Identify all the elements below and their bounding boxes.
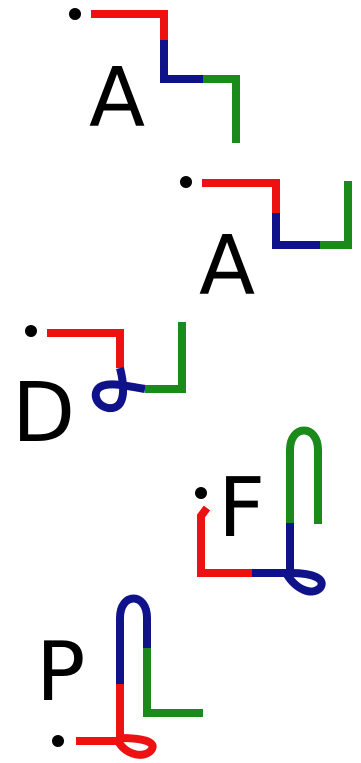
motif-4-segment-2 xyxy=(252,523,326,596)
motif-2-segment-2 xyxy=(272,213,320,249)
motif-2-label: A xyxy=(199,219,255,314)
motif-3-segment-2 xyxy=(91,367,146,413)
motif-1-segment-3 xyxy=(203,75,240,143)
motif-5-segment-3 xyxy=(143,648,203,717)
motif-4-segment-3 xyxy=(286,426,322,524)
motif-1-label: A xyxy=(89,51,145,146)
start-dot-3 xyxy=(25,325,37,337)
motif-3-label: D xyxy=(12,366,75,461)
start-dot-2 xyxy=(180,176,192,188)
motif-1-segment-1 xyxy=(91,10,168,40)
motif-3: D xyxy=(12,322,186,461)
motif-5: P xyxy=(36,594,203,759)
start-dot-1 xyxy=(69,8,81,20)
motif-2-segment-1 xyxy=(202,179,280,213)
motif-3-segment-3 xyxy=(145,322,186,393)
motif-5-segment-1 xyxy=(76,684,157,759)
start-dot-4 xyxy=(195,487,207,499)
motif-5-segment-2 xyxy=(116,594,151,684)
motif-1-segment-2 xyxy=(160,40,203,83)
motif-2: A xyxy=(180,176,352,314)
motif-4: F xyxy=(195,426,326,596)
motif-3-segment-1 xyxy=(47,329,124,368)
motif-5-label: P xyxy=(36,625,85,720)
motif-4-segment-1 xyxy=(197,505,252,577)
motif-1: A xyxy=(69,8,240,146)
motif-2-segment-3 xyxy=(320,181,352,249)
motif-4-label: F xyxy=(218,461,265,556)
start-dot-5 xyxy=(52,735,64,747)
